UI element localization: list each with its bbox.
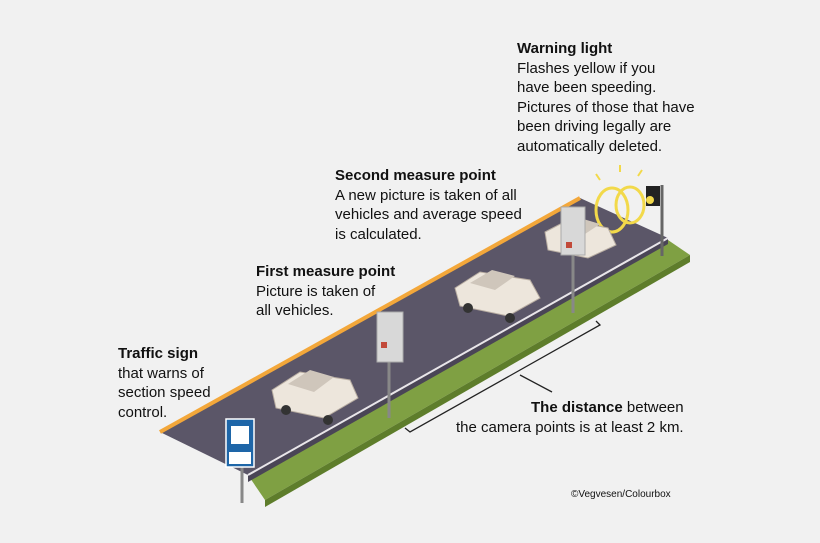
distance-rest: between <box>622 399 684 416</box>
distance-bracket <box>404 320 602 433</box>
second-measure-line: A new picture is taken of all <box>335 186 517 204</box>
distance-line-2: the camera points is at least 2 km. <box>456 419 684 436</box>
traffic-sign-line: that warns of <box>118 364 204 382</box>
warning-light-label: Warning light Flashes yellow if you have… <box>517 39 695 156</box>
second-measure-title: Second measure point <box>335 167 496 184</box>
traffic-sign-line: section speed <box>118 384 211 401</box>
car-icon <box>271 370 359 425</box>
first-measure-line: all vehicles. <box>256 302 334 319</box>
warning-light-line: automatically deleted. <box>517 137 663 155</box>
distance-label: The distance between the camera points i… <box>456 398 684 438</box>
traffic-sign-label: Traffic sign that warns of section speed… <box>118 344 211 422</box>
road-edge-line <box>159 196 581 434</box>
traffic-sign-title: Traffic sign <box>118 345 199 362</box>
traffic-sign-line: control. <box>118 403 168 421</box>
warning-light-line: have been speeding. <box>517 79 657 96</box>
warning-light-line: Pictures of those that have <box>517 98 695 116</box>
warning-light-icon <box>594 165 664 256</box>
second-measure-line: is calculated. <box>335 225 422 243</box>
car-icon <box>454 270 541 323</box>
traffic-sign-icon <box>225 418 255 503</box>
speed-camera-icon <box>376 311 404 418</box>
distance-pointer <box>519 374 553 393</box>
first-measure-label: First measure point Picture is taken of … <box>256 262 395 321</box>
second-measure-line: vehicles and average speed <box>335 206 522 223</box>
grass-edge <box>265 255 690 507</box>
road-side <box>248 238 668 482</box>
image-credit: ©Vegvesen/Colourbox <box>571 489 671 500</box>
road-far-edge <box>247 237 669 476</box>
speed-camera-icon <box>560 206 586 313</box>
warning-light-line: been driving legally are <box>517 118 672 135</box>
second-measure-label: Second measure point A new picture is ta… <box>335 166 522 244</box>
distance-line-1: The distance between <box>456 398 684 418</box>
warning-light-title: Warning light <box>517 40 613 57</box>
first-measure-title: First measure point <box>256 263 396 280</box>
first-measure-line: Picture is taken of <box>256 282 376 300</box>
grass-strip <box>248 240 690 500</box>
warning-light-line: Flashes yellow if you <box>517 59 656 77</box>
distance-bold: The distance <box>531 399 623 416</box>
